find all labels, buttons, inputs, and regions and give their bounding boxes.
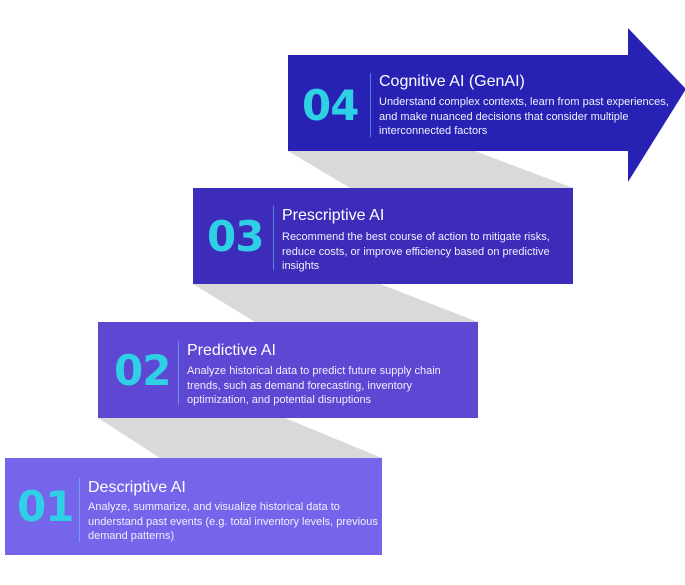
step-description: Understand complex contexts, learn from …	[379, 96, 669, 138]
step-divider	[79, 478, 80, 542]
connector-shadow-01-02	[98, 418, 382, 458]
step-04-arrow-shape	[288, 28, 685, 182]
step-description: Analyze historical data to predict futur…	[187, 365, 441, 407]
step-prescriptive-ai: 03 Prescriptive AI Recommend the best co…	[193, 188, 573, 284]
step-title: Descriptive AI	[88, 479, 186, 496]
step-number: 03	[207, 212, 264, 261]
step-divider	[178, 341, 179, 405]
step-divider	[370, 73, 371, 137]
step-description: Analyze, summarize, and visualize histor…	[88, 501, 378, 543]
step-title: Prescriptive AI	[282, 207, 385, 224]
step-number: 02	[114, 346, 171, 395]
step-title: Predictive AI	[187, 342, 276, 359]
step-descriptive-ai: 01 Descriptive AI Analyze, summarize, an…	[5, 458, 382, 555]
step-cognitive-ai: 04 Cognitive AI (GenAI) Understand compl…	[288, 55, 669, 151]
step-predictive-ai: 02 Predictive AI Analyze historical data…	[98, 322, 478, 418]
step-title: Cognitive AI (GenAI)	[379, 73, 525, 90]
step-number: 01	[17, 482, 74, 531]
step-description: Recommend the best course of action to m…	[282, 231, 550, 273]
step-divider	[273, 206, 274, 270]
connector-shadow-02-03	[193, 284, 478, 322]
step-number: 04	[302, 81, 359, 130]
connector-shadow-03-04	[288, 151, 573, 188]
